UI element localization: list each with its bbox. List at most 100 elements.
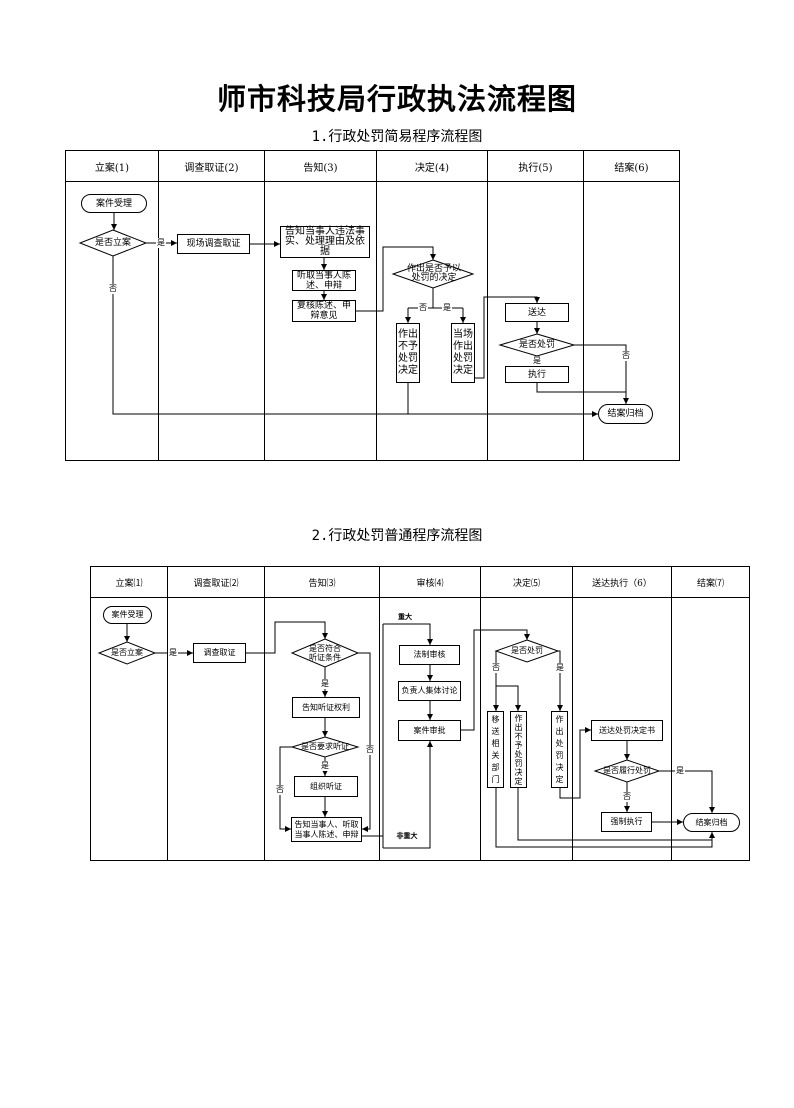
- simple-decision-shapes: [78, 229, 576, 357]
- lane: 结案(6): [584, 151, 679, 460]
- case-accept-node: 案件受理: [81, 194, 147, 213]
- decision-diamond: [290, 638, 360, 668]
- request-hearing-decision-text: 是否要求听证: [301, 742, 349, 751]
- lane-header: 执行(5): [488, 151, 583, 182]
- lane: 告知⑶: [265, 567, 380, 860]
- lane-header: 送达执行（6）: [573, 567, 671, 598]
- penalize-decision-text: 是否处罚: [518, 340, 555, 350]
- hearing-condition-decision-text: 是否符合听证条件: [309, 644, 341, 662]
- case-close-node: 结案归档: [598, 404, 653, 424]
- yes-label: 是: [675, 766, 685, 776]
- decision-diamond: [290, 736, 360, 758]
- decision-diamond: [78, 229, 148, 257]
- connector-arrow: [559, 727, 591, 799]
- lane: 决定⑸: [481, 567, 573, 860]
- lane-header: 告知(3): [265, 151, 376, 182]
- collective-discussion-node: 负责人集体讨论: [398, 681, 461, 701]
- lane: 送达执行（6）: [573, 567, 672, 860]
- no-label: 否: [365, 745, 375, 755]
- yes-label: 是: [442, 303, 452, 313]
- lane-header: 审核⑷: [380, 567, 480, 598]
- lane: 立案⑴: [91, 567, 168, 860]
- connector-arrow: [461, 629, 530, 731]
- penalize-decision-text: 是否处罚: [511, 646, 543, 655]
- lane-header: 结案⑺: [672, 567, 749, 598]
- inform-party-node: 告知当事人、听取当事人陈述、申辩: [291, 817, 362, 842]
- inform-hearing-right-node: 告知听证权利: [292, 697, 360, 718]
- deliver-decision-node: 送达处罚决定书: [591, 720, 663, 741]
- connector-arrow: [358, 652, 371, 832]
- connector-arrow: [112, 256, 598, 417]
- lane: 执行(5): [488, 151, 584, 460]
- file-case-decision-text: 是否立案: [111, 648, 143, 657]
- no-penalty-node: 作出不予处罚决定: [396, 323, 420, 383]
- yes-label: 是: [320, 679, 330, 689]
- legal-review-node: 法制审核: [399, 645, 460, 665]
- lane: 结案⑺: [672, 567, 749, 860]
- lane: 告知(3): [265, 151, 377, 460]
- connector-arrow: [659, 770, 715, 813]
- no-label: 否: [108, 284, 118, 294]
- yes-label: 是: [320, 761, 330, 771]
- decision-diamond: [97, 641, 157, 665]
- general-flow-lines: [124, 621, 715, 849]
- lane-header: 立案⑴: [91, 567, 167, 598]
- lane: 审核⑷: [380, 567, 481, 860]
- decision-diamond: [494, 639, 560, 663]
- connector-line: [517, 788, 712, 841]
- lane: 调查取证(2): [159, 151, 265, 460]
- no-penalty-node: 作出不予处罚决定: [510, 711, 527, 788]
- no-label: 否: [418, 303, 428, 313]
- onsite-investigation-node: 现场调查取证: [177, 234, 250, 254]
- decision-diamond: [391, 259, 475, 289]
- lane: 决定(4): [377, 151, 488, 460]
- connector-line: [362, 624, 384, 848]
- lane-header: 调查取证⑵: [168, 567, 264, 598]
- major-case-label: 重大: [396, 612, 414, 621]
- case-accept-node: 案件受理: [103, 606, 152, 624]
- lane: 调查取证⑵: [168, 567, 265, 860]
- connector-arrow: [496, 685, 521, 711]
- comply-decision-text: 是否履行处罚: [603, 766, 651, 775]
- case-close-node: 结案归档: [683, 813, 740, 832]
- connector-line: [536, 383, 626, 393]
- execute-node: 执行: [505, 366, 569, 383]
- case-approval-node: 案件审批: [398, 720, 461, 741]
- no-label: 否: [622, 792, 632, 802]
- connector-arrow: [475, 296, 540, 379]
- enforce-node: 强制执行: [601, 812, 652, 832]
- general-decision-shapes: [97, 638, 661, 783]
- review-statement-node: 复核陈述、申辩意见: [292, 300, 356, 322]
- no-label: 否: [275, 785, 285, 795]
- penalty-decision-text: 作出是否予以处罚的决定: [406, 264, 461, 283]
- organize-hearing-node: 组织听证: [294, 776, 358, 797]
- connector-line: [408, 288, 463, 309]
- general-procedure-table: 立案⑴ 调查取证⑵ 告知⑶ 审核⑷ 决定⑸ 送达执行（6） 结案⑺: [90, 566, 750, 861]
- lane: 立案(1): [66, 151, 159, 460]
- simple-procedure-heading: 1.行政处罚简易程序流程图: [311, 129, 483, 145]
- connector-arrow: [383, 623, 433, 645]
- connector-arrow: [574, 344, 629, 404]
- simple-procedure-table: 立案(1) 调查取证(2) 告知(3) 决定(4) 执行(5) 结案(6): [65, 150, 680, 461]
- inform-facts-node: 告知当事人违法事实、处理理由及依据: [280, 226, 370, 258]
- yes-label: 是: [156, 238, 166, 248]
- yes-label: 是: [168, 648, 178, 658]
- file-case-decision-text: 是否立案: [94, 238, 131, 248]
- lane-header: 结案(6): [584, 151, 679, 182]
- connector-arrow: [356, 246, 436, 312]
- hear-statement-node: 听取当事人陈述、申辩: [292, 270, 356, 291]
- decision-diamond: [593, 759, 661, 783]
- lane-header: 立案(1): [66, 151, 158, 182]
- no-label: 否: [491, 663, 501, 673]
- connector-arrow: [246, 621, 328, 654]
- lane-header: 决定⑸: [481, 567, 572, 598]
- non-major-case-label: 非重大: [394, 831, 420, 840]
- document-title: 师市科技局行政执法流程图: [216, 82, 577, 116]
- yes-label: 是: [532, 356, 542, 366]
- connector-arrow: [557, 650, 563, 711]
- lane-header: 调查取证(2): [159, 151, 264, 182]
- general-procedure-heading: 2.行政处罚普通程序流程图: [311, 528, 483, 544]
- penalty-node: 作出处罚决定: [551, 711, 568, 788]
